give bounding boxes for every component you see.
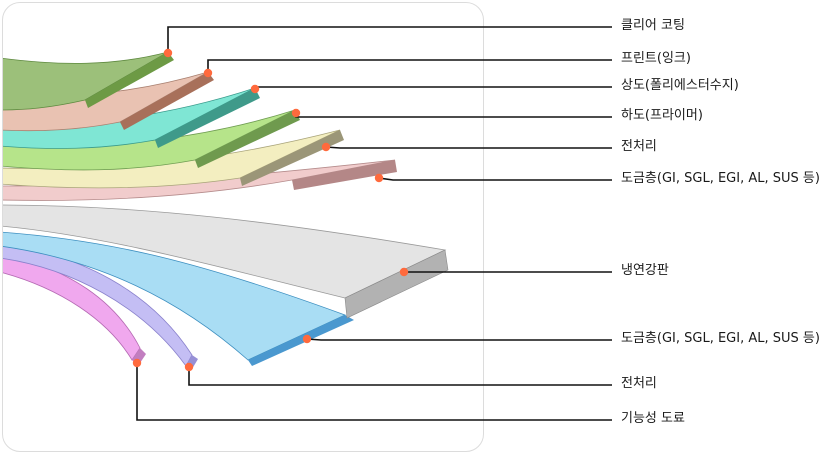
label-top-coat: 상도(폴리에스터수지): [621, 78, 739, 93]
callout-marker: [302, 334, 312, 344]
label-primer: 하도(프라이머): [621, 108, 703, 123]
layer-plating-bottom: [3, 231, 354, 366]
callout-marker: [321, 142, 331, 152]
leader-line: [188, 367, 612, 386]
leader-line: [136, 363, 612, 421]
layer-cold-rolled-steel: [3, 204, 449, 319]
leader-line: [378, 177, 612, 181]
label-plating-top: 도금층(GI, SGL, EGI, AL, SUS 등): [621, 171, 820, 186]
leader-line: [295, 113, 612, 118]
label-plating-bottom: 도금층(GI, SGL, EGI, AL, SUS 등): [621, 331, 820, 346]
callout-marker: [250, 84, 260, 94]
callout-marker: [184, 362, 194, 372]
callout-marker: [163, 48, 173, 58]
leader-line: [306, 338, 612, 341]
callout-marker: [374, 173, 384, 183]
leader-line: [167, 26, 612, 53]
label-clear-coat: 클리어 코팅: [621, 18, 685, 33]
label-print-ink: 프린트(잉크): [621, 51, 691, 66]
callout-marker: [203, 68, 213, 78]
layer-clear-coat: [3, 51, 174, 111]
label-pretreatment-bottom: 전처리: [621, 376, 657, 391]
illustration-frame: [2, 2, 484, 452]
label-pretreatment-top: 전처리: [621, 139, 657, 154]
label-cold-rolled-steel: 냉연강판: [621, 263, 669, 278]
leader-line: [254, 86, 612, 89]
callout-marker: [291, 108, 301, 118]
callout-marker: [132, 358, 142, 368]
leader-line: [325, 146, 612, 149]
callout-marker: [399, 267, 409, 277]
leader-line: [207, 59, 612, 73]
label-functional-coating: 기능성 도료: [621, 411, 685, 426]
callout-markers: [132, 48, 409, 372]
